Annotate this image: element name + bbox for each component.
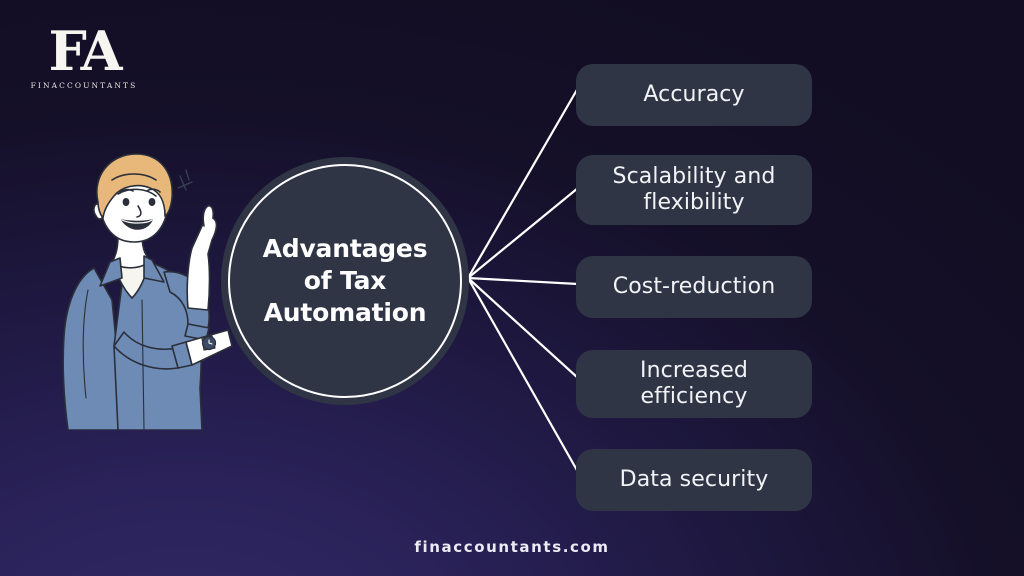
fa-monogram-icon: FA [48, 19, 122, 83]
benefit-label: Cost-reduction [612, 273, 776, 299]
benefit-label: Increased efficiency [640, 357, 748, 409]
connector-line-1 [466, 86, 580, 280]
wristwatch-icon [201, 335, 217, 351]
connector-line-4 [466, 276, 580, 380]
brand-wordmark: FINACCOUNTANTS [30, 81, 138, 91]
benefit-label: Scalability and flexibility [612, 163, 776, 215]
brand-logo: FA FINACCOUNTANTS [24, 19, 144, 91]
hub-title: Advantages of Tax Automation [262, 234, 428, 327]
benefit-box-cost-reduction[interactable]: Cost-reduction [576, 256, 812, 318]
benefit-box-scalability-and-flexibility[interactable]: Scalability and flexibility [576, 155, 812, 225]
benefit-box-data-security[interactable]: Data security [576, 449, 812, 511]
central-hub-circle: Advantages of Tax Automation [221, 157, 469, 405]
benefit-label: Accuracy [643, 81, 745, 107]
benefit-box-accuracy[interactable]: Accuracy [576, 64, 812, 126]
footer-website[interactable]: finaccountants.com [414, 538, 610, 556]
connector-line-3 [466, 276, 580, 286]
connector-line-5 [466, 276, 580, 474]
person-presenting-illustration [52, 150, 262, 430]
benefit-label: Data security [619, 466, 769, 492]
connector-line-2 [466, 186, 580, 280]
benefit-box-increased-efficiency[interactable]: Increased efficiency [576, 350, 812, 418]
